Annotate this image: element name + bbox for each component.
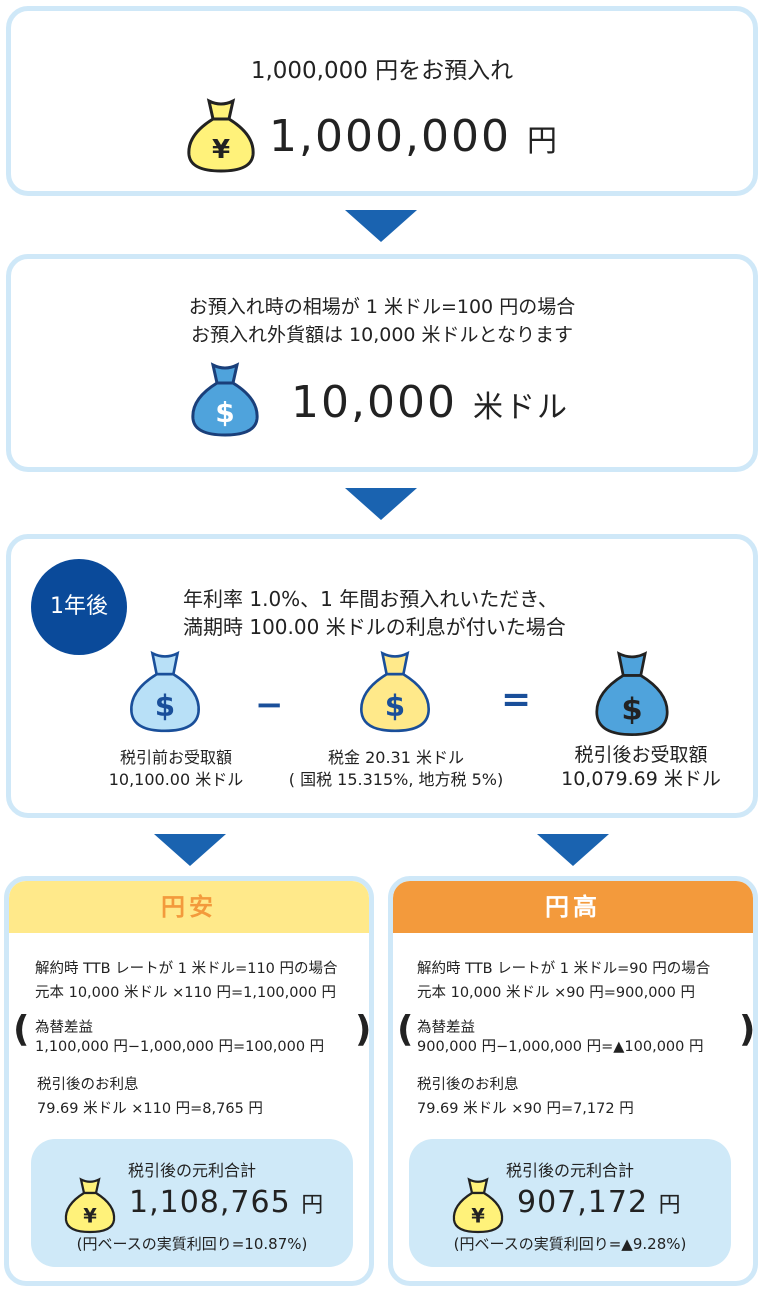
minus-icon: − [255, 685, 284, 725]
dollar-money-bag-icon: $ [130, 650, 200, 733]
total-label: 税引後の元利合計 [505, 1161, 634, 1180]
interest-calc: 79.69 米ドル ×110 円=8,765 円 [37, 1101, 263, 1117]
interest-amount-text: 満期時 100.00 米ドルの利息が付いた場合 [183, 615, 566, 639]
yen-money-bag-icon: ¥ [64, 1177, 116, 1234]
fx-gain-label: 為替差益 [417, 1020, 475, 1036]
yield-text: (円ベースの実質利回り=10.87%) [76, 1235, 308, 1253]
one-year-later-badge: 1年後 [31, 559, 127, 655]
yen-strong-box: 円高 解約時 TTB レートが 1 米ドル=90 円の場合 元本 10,000 … [388, 876, 758, 1286]
interest-calc: 79.69 米ドル ×90 円=7,172 円 [417, 1101, 634, 1117]
total-box: 税引後の元利合計 ¥ 907,172 円 (円ベースの実質利回り=▲9.28%) [409, 1139, 731, 1267]
tax-amount: 税金 20.31 米ドル( 国税 15.315%, 地方税 5%) [288, 748, 504, 789]
deposit-box: 1,000,000 円をお預入れ ¥ 1,000,000 円 [6, 6, 758, 196]
svg-text:¥: ¥ [471, 1204, 485, 1227]
rate-text: お預入れ時の相場が 1 米ドル=100 円の場合 [188, 296, 576, 318]
yen-strong-header: 円高 [393, 881, 753, 933]
arrow-down-icon [154, 834, 226, 866]
interest-label: 税引後のお利息 [417, 1077, 519, 1093]
total-amount: 907,172 円 [517, 1185, 682, 1220]
equals-icon: = [501, 679, 532, 720]
fx-gain-label: 為替差益 [35, 1020, 93, 1036]
yield-text: (円ベースの実質利回り=▲9.28%) [453, 1235, 687, 1253]
rate-text: 解約時 TTB レートが 1 米ドル=110 円の場合 [35, 961, 338, 977]
svg-text:$: $ [621, 692, 642, 727]
svg-text:$: $ [215, 396, 234, 429]
total-amount: 1,108,765 円 [129, 1185, 325, 1220]
svg-text:¥: ¥ [212, 135, 230, 165]
yen-weak-header: 円安 [9, 881, 369, 933]
total-box: 税引後の元利合計 ¥ 1,108,765 円 (円ベースの実質利回り=10.87… [31, 1139, 353, 1267]
principal-text: 元本 10,000 米ドル ×110 円=1,100,000 円 [35, 985, 337, 1001]
rate-text: 解約時 TTB レートが 1 米ドル=90 円の場合 [417, 961, 711, 977]
yen-weak-box: 円安 解約時 TTB レートが 1 米ドル=110 円の場合 元本 10,000… [4, 876, 374, 1286]
arrow-down-icon [345, 210, 417, 242]
svg-text:$: $ [385, 689, 405, 723]
fx-amount-text: お預入れ外貨額は 10,000 米ドルとなります [191, 324, 573, 346]
deposit-amount: 1,000,000 円 [269, 111, 559, 162]
dollar-money-bag-icon: $ [191, 362, 259, 437]
interest-rate-text: 年利率 1.0%、1 年間お預入れいただき、 [183, 587, 558, 611]
fx-gain-calc: 900,000 円−1,000,000 円=▲100,000 円 [417, 1039, 704, 1055]
dollar-money-bag-icon: $ [360, 650, 430, 733]
deposit-title: 1,000,000 円をお預入れ [250, 58, 514, 84]
total-label: 税引後の元利合計 [127, 1161, 256, 1180]
yen-money-bag-icon: ¥ [187, 98, 255, 173]
paren-left: ( [397, 1009, 414, 1050]
svg-text:¥: ¥ [83, 1204, 97, 1227]
arrow-down-icon [345, 488, 417, 520]
interest-label: 税引後のお利息 [37, 1077, 139, 1093]
yen-money-bag-icon: ¥ [452, 1177, 504, 1234]
conversion-box: お預入れ時の相場が 1 米ドル=100 円の場合 お預入れ外貨額は 10,000… [6, 254, 758, 472]
arrow-down-icon [537, 834, 609, 866]
maturity-box: 1年後 年利率 1.0%、1 年間お預入れいただき、 満期時 100.00 米ド… [6, 534, 758, 818]
fx-gain-calc: 1,100,000 円−1,000,000 円=100,000 円 [35, 1039, 325, 1055]
paren-right: ) [355, 1009, 372, 1050]
paren-right: ) [739, 1009, 756, 1050]
svg-text:$: $ [155, 689, 175, 723]
paren-left: ( [13, 1009, 30, 1050]
principal-text: 元本 10,000 米ドル ×90 円=900,000 円 [417, 985, 695, 1001]
fx-amount: 10,000 米ドル [291, 377, 569, 428]
dollar-money-bag-icon: $ [595, 651, 669, 736]
